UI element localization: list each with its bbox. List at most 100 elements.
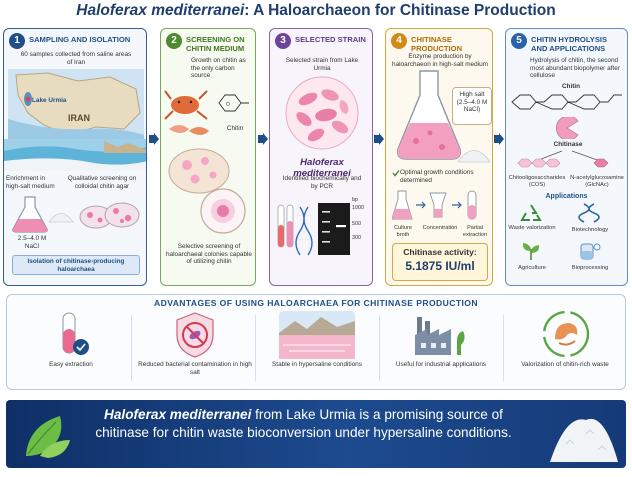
- arrow-right-icon: [149, 133, 159, 145]
- chitin-agar-plates-icon: [79, 202, 140, 229]
- shrimp-waste-recycle-icon: [542, 310, 590, 358]
- panel-desc: Enzyme production by haloarchaeon in hig…: [392, 53, 488, 68]
- panel-desc: Selected strain from Lake Urmia: [285, 57, 359, 72]
- step-number-4: 4: [391, 33, 407, 49]
- advantage-stable-hypersaline: Stable in hypersaline conditions: [259, 309, 375, 387]
- leaf-icon: [26, 416, 70, 458]
- production-flask-illustration: [396, 70, 462, 160]
- downstream-steps-illustration: [392, 190, 477, 220]
- panel-title: Chitinase production: [411, 35, 463, 53]
- chitin-structure-illustration: O: [218, 94, 249, 112]
- check-icon: [392, 170, 400, 177]
- arrow-right-icon: [494, 133, 504, 145]
- gel-ladder-500: 500: [352, 221, 361, 227]
- banner-species: Haloferax mediterranei: [104, 407, 252, 422]
- advantage-industrial: Useful for industrial applications: [383, 309, 499, 387]
- chitin-chain-illustration: [511, 94, 622, 110]
- advantage-label: Easy extraction: [49, 361, 93, 368]
- panel-sampling-isolation: 1 Sampling and isolation 60 samples coll…: [3, 28, 147, 286]
- title-species: Haloferax mediterranei: [76, 2, 245, 19]
- page-title: Haloferax mediterranei: A Haloarchaeon f…: [0, 2, 632, 20]
- divider: [503, 315, 504, 381]
- advantage-easy-extraction: Easy extraction: [13, 309, 129, 387]
- flask-icon: [12, 196, 48, 233]
- step-number-1: 1: [9, 33, 25, 49]
- panel-desc: Growth on chitin as the only carbon sour…: [191, 57, 246, 80]
- advantage-label: Valorization of chitin-rich waste: [521, 361, 609, 368]
- chitinase-label: Chitinase: [553, 141, 583, 148]
- advantages-section: Advantages of using haloarchaea for chit…: [6, 294, 626, 390]
- divider: [379, 315, 380, 381]
- colony-plates-illustration: [168, 148, 246, 234]
- no-bacteria-shield-icon: [176, 312, 214, 358]
- nacl-label: 2.5–4.0 M NaCl: [17, 235, 47, 250]
- gel-ladder-1000: 1000: [352, 205, 364, 211]
- app-bioprocessing: Bioprocessing: [571, 265, 609, 271]
- divider: [255, 315, 256, 381]
- chitin-label: Chitin: [561, 83, 581, 90]
- conclusion-text: Haloferax mediterranei from Lake Urmia i…: [86, 406, 521, 442]
- panel-selected-strain: 3 Selected strain Selected strain from L…: [269, 28, 373, 286]
- panel-title: Selected strain: [295, 35, 366, 44]
- advantage-reduced-contamination: Reduced bacterial contamination in high …: [137, 309, 253, 387]
- applications-title: Applications: [545, 193, 588, 200]
- panel-chitin-hydrolysis: 5 Chitin hydrolysis and applications Hyd…: [505, 28, 628, 286]
- banner-rest: from Lake Urmia is a promising source of…: [95, 407, 512, 440]
- advantage-waste-valorization: Valorization of chitin-rich waste: [507, 309, 623, 387]
- advantage-label: Stable in hypersaline conditions: [272, 361, 362, 368]
- isolation-result-box: Isolation of chitinase-producing haloarc…: [12, 255, 140, 275]
- panel-desc: Hydrolysis of chitin, the second most ab…: [530, 57, 620, 80]
- saline-lake-illustration: [4, 139, 146, 171]
- salt-crystals-icon: [550, 418, 618, 462]
- dna-icon: [578, 203, 600, 223]
- advantage-label: Reduced bacterial contamination in high …: [138, 361, 252, 376]
- panel-desc: 60 samples collected from saline areas o…: [20, 51, 132, 66]
- panel-title: Screening on chitin medium: [186, 35, 245, 53]
- step-culture-broth: Culture broth: [393, 225, 413, 238]
- conclusion-banner: Haloferax mediterranei from Lake Urmia i…: [6, 400, 626, 468]
- step-concentration: Concentration: [422, 225, 458, 231]
- salt-pile-icon: [457, 150, 491, 163]
- app-waste-valorization: Waste valorization: [508, 225, 556, 231]
- high-salt-label: High salt (2.5–4.0 M NaCl): [452, 87, 492, 125]
- step-partial-extraction: Partial extraction: [462, 225, 488, 238]
- identified-text: Identified biochemically and by PCR: [282, 175, 362, 190]
- product-glcnac-label: N-acetylglucosamine (GlcNAc): [570, 175, 624, 188]
- arrow-right-icon: [374, 133, 384, 145]
- title-rest: : A Haloarchaeon for Chitinase Productio…: [244, 2, 556, 19]
- crab-shells-illustration: [164, 90, 209, 135]
- enrichment-label: Enrichment in high-salt medium: [6, 175, 55, 190]
- strain-name: Haloferax mediterranei: [293, 157, 351, 179]
- product-cos-label: Chitooligosaccharides (COS): [508, 175, 566, 188]
- activity-value: 5.1875 IU/ml: [405, 259, 475, 273]
- haloarchaea-cells-illustration: [285, 76, 359, 150]
- screening-label: Qualitative screening on colloidal chiti…: [67, 175, 137, 190]
- chitinase-activity-box: Chitinase activity: 5.1875 IU/ml: [392, 243, 488, 281]
- panel-chitinase-production: 4 Chitinase production Enzyme production…: [385, 28, 493, 286]
- chitinase-enzyme-icon: [555, 117, 579, 139]
- plant-sprout-icon: [522, 243, 540, 260]
- bioreactor-icon: [580, 243, 601, 260]
- step-number-3: 3: [275, 33, 291, 49]
- recycle-icon: [520, 204, 542, 221]
- optimal-conditions-text: Optimal growth conditions determined: [400, 169, 474, 184]
- gel-ladder-unit: bp: [352, 197, 358, 203]
- advantage-label: Useful for industrial applications: [395, 361, 487, 368]
- iran-map-illustration: [8, 69, 144, 139]
- panel-title: Chitin hydrolysis and applications: [531, 35, 608, 53]
- step-number-5: 5: [511, 33, 527, 49]
- divider: [131, 315, 132, 381]
- pcr-gel-illustration: [277, 203, 350, 256]
- app-agriculture: Agriculture: [518, 265, 546, 271]
- map-lake-label: Lake Urmia: [32, 97, 67, 104]
- panel-bottom-text: Selective screening of haloarchaeal colo…: [166, 243, 252, 266]
- pink-salt-lake-icon: [279, 311, 355, 359]
- factory-icon: [415, 317, 465, 355]
- map-country-label: IRAN: [68, 113, 90, 123]
- activity-label: Chitinase activity:: [403, 247, 477, 257]
- panel-screening-chitin: 2 Screening on chitin medium Growth on c…: [160, 28, 256, 286]
- app-biotechnology: Biotechnology: [571, 227, 609, 233]
- test-tube-check-icon: [62, 312, 89, 355]
- gel-ladder-300: 300: [352, 235, 361, 241]
- step-number-2: 2: [166, 33, 182, 49]
